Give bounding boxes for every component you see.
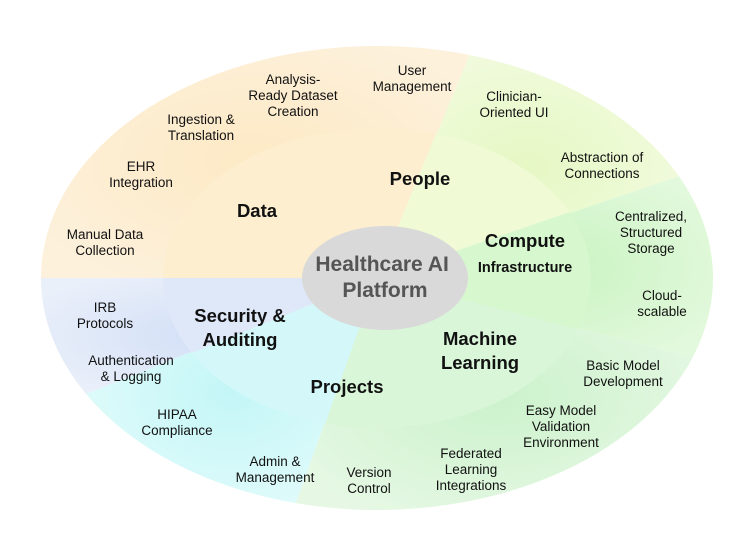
section-label-people: People	[390, 168, 451, 189]
feature-people-1-line: User	[398, 63, 427, 78]
center-title: Healthcare AI Platform	[315, 253, 454, 302]
feature-machine-learning-3-line: Federated	[440, 446, 502, 461]
feature-security-3-line: Compliance	[141, 423, 212, 438]
section-label-people-line: People	[390, 168, 451, 189]
center-title-line-2: Platform	[342, 279, 427, 302]
feature-data-2: Ingestion &Translation	[167, 112, 235, 143]
section-label-projects-line: Projects	[310, 376, 383, 397]
feature-data-2-line: Ingestion &	[167, 112, 235, 127]
feature-machine-learning-2-line: Environment	[523, 435, 599, 450]
section-label-security-line: Security &	[194, 305, 286, 326]
feature-machine-learning-2-line: Easy Model	[526, 403, 597, 418]
feature-people-2-line: Clinician-	[486, 89, 542, 104]
section-label-compute-2-line: Infrastructure	[478, 260, 572, 276]
feature-machine-learning-3-line: Integrations	[436, 478, 507, 493]
section-label-compute-2: Infrastructure	[478, 260, 572, 276]
section-label-machine-learning-line: Learning	[441, 352, 519, 373]
feature-people-2: Clinician-Oriented UI	[479, 89, 548, 120]
feature-projects-2-line: Control	[347, 481, 391, 496]
section-label-compute-1-line: Compute	[485, 230, 565, 251]
feature-compute-1-line: Abstraction of	[561, 150, 644, 165]
section-label-projects: Projects	[310, 376, 383, 397]
center-ellipse	[302, 226, 468, 330]
section-label-data-line: Data	[237, 200, 278, 221]
feature-data-3-line: EHR	[127, 159, 156, 174]
feature-security-2-line: & Logging	[101, 369, 162, 384]
feature-projects-2-line: Version	[346, 465, 391, 480]
feature-compute-3: Cloud-scalable	[637, 288, 687, 319]
feature-compute-2-line: Storage	[627, 241, 674, 256]
feature-security-1-line: IRB	[94, 300, 117, 315]
feature-compute-2-line: Centralized,	[615, 209, 687, 224]
feature-data-1-line: Creation	[267, 104, 318, 119]
inner-sector-compute	[377, 212, 591, 330]
section-label-compute-1: Compute	[485, 230, 565, 251]
feature-compute-2-line: Structured	[620, 225, 682, 240]
feature-compute-1-line: Connections	[564, 166, 639, 181]
feature-people-1-line: Management	[373, 79, 452, 94]
feature-machine-learning-1-line: Basic Model	[586, 358, 660, 373]
feature-security-2-line: Authentication	[88, 353, 174, 368]
feature-security-1-line: Protocols	[77, 316, 134, 331]
section-label-data: Data	[237, 200, 278, 221]
feature-machine-learning-2-line: Validation	[532, 419, 590, 434]
section-label-security: Security & Auditing	[194, 305, 286, 350]
feature-projects-1: Admin &Management	[236, 454, 315, 485]
feature-compute-3-line: Cloud-	[642, 288, 682, 303]
section-label-security-line: Auditing	[202, 329, 277, 350]
feature-machine-learning-3-line: Learning	[445, 462, 498, 477]
center-title-line-1: Healthcare AI	[315, 253, 448, 276]
feature-machine-learning-1-line: Development	[583, 374, 663, 389]
feature-data-2-line: Translation	[168, 128, 234, 143]
feature-security-3-line: HIPAA	[157, 407, 197, 422]
section-label-machine-learning-line: Machine	[443, 328, 517, 349]
feature-people-2-line: Oriented UI	[479, 105, 548, 120]
feature-projects-1-line: Admin &	[249, 454, 300, 469]
feature-data-1-line: Analysis-	[266, 72, 321, 87]
feature-security-2: Authentication& Logging	[88, 353, 174, 384]
feature-data-4-line: Manual Data	[67, 227, 144, 242]
feature-compute-3-line: scalable	[637, 304, 687, 319]
feature-data-3-line: Integration	[109, 175, 173, 190]
feature-data-4-line: Collection	[75, 243, 134, 258]
feature-projects-1-line: Management	[236, 470, 315, 485]
feature-data-1-line: Ready Dataset	[248, 88, 338, 103]
